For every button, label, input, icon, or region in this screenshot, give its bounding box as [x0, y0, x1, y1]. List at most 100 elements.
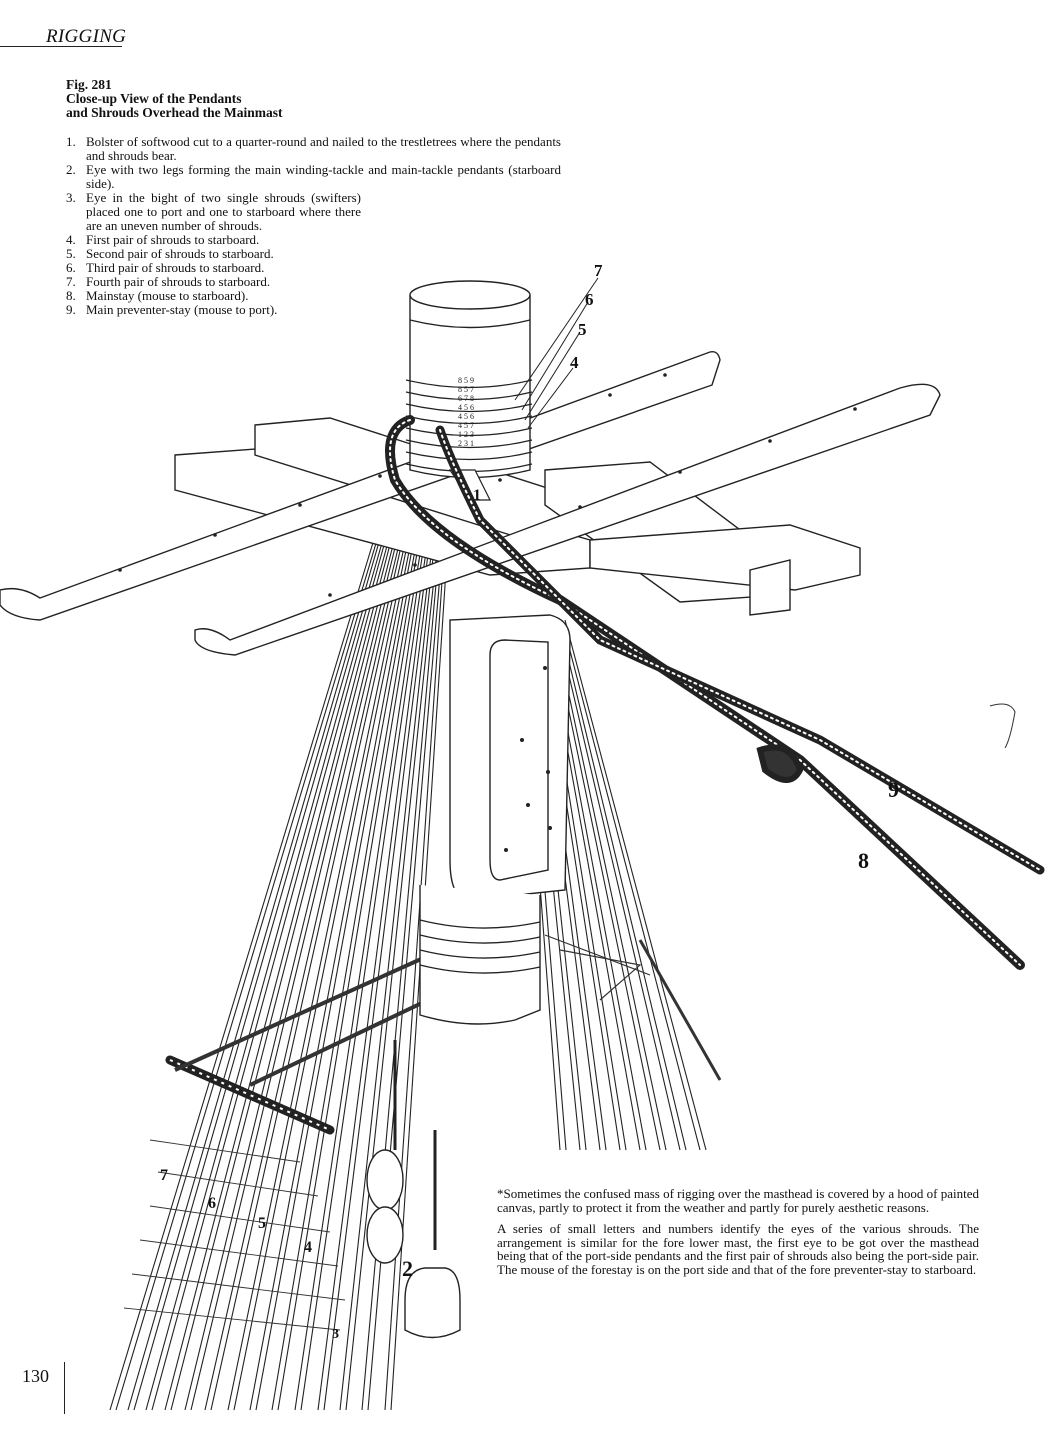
shroud-eye-mark: 8 5 7	[458, 385, 474, 394]
legend-item: 3. Eye in the bight of two single shrouds…	[66, 191, 561, 233]
figure-title-line-2: and Shrouds Overhead the Mainmast	[66, 105, 283, 120]
figure-number: Fig. 281	[66, 77, 112, 92]
legend-text: Eye in the bight of two single shrouds (…	[86, 190, 361, 233]
shroud-line	[151, 475, 407, 1411]
callout-leaders	[514, 277, 599, 429]
shroud-label-5: 5	[258, 1215, 266, 1232]
callout-5: 5	[578, 320, 587, 339]
shroud-eye-mark: 2 3 1	[458, 439, 474, 448]
shroud-eye-mark: 8 5 9	[458, 376, 474, 385]
legend-text: Mainstay (mouse to starboard).	[86, 288, 249, 303]
shroud-line	[561, 619, 701, 1151]
shroud-line	[133, 472, 403, 1411]
legend-text: Second pair of shrouds to starboard.	[86, 246, 274, 261]
shroud-line	[127, 472, 400, 1411]
shroud-line	[555, 619, 681, 1151]
legend-number: 5.	[66, 246, 76, 261]
caption-paragraph-2: A series of small letters and numbers id…	[497, 1221, 979, 1277]
legend-number: 9.	[66, 302, 76, 317]
shroud-eye-marks: 8 5 98 5 76 7 84 5 64 5 64 5 71 2 32 3 1	[458, 376, 474, 448]
shroud-line	[184, 481, 412, 1411]
shroud-eye-mark: 1 2 3	[458, 430, 474, 439]
legend-number: 4.	[66, 232, 76, 247]
legend-number: 6.	[66, 260, 76, 275]
shroud-line	[249, 490, 424, 1411]
shroud-line	[323, 499, 439, 1411]
shroud-line	[170, 478, 411, 1411]
legend-text: First pair of shrouds to starboard.	[86, 232, 260, 247]
legend-item: 5. Second pair of shrouds to starboard.	[66, 247, 561, 261]
shroud-line	[210, 484, 419, 1411]
legend-item: 4. First pair of shrouds to starboard.	[66, 233, 561, 247]
shroud-line	[552, 619, 667, 1151]
legend-number: 2.	[66, 162, 76, 177]
crosstrees	[0, 350, 941, 656]
figure-title-line-1: Close-up View of the Pendants	[66, 91, 242, 106]
shroud-line	[300, 496, 435, 1411]
header-rule	[0, 46, 122, 47]
shroud-line	[255, 490, 427, 1411]
legend-item: 2. Eye with two legs forming the main win…	[66, 163, 561, 191]
shroud-line	[294, 496, 432, 1411]
legend-text: Fourth pair of shrouds to starboard.	[86, 274, 271, 289]
legend-number: 7.	[66, 274, 76, 289]
shroud-line	[339, 502, 440, 1411]
page-number: 130	[22, 1366, 49, 1386]
figure-heading: Fig. 281 Close-up View of the Pendants a…	[66, 78, 366, 120]
shroud-line	[227, 487, 420, 1411]
legend-text: Third pair of shrouds to starboard.	[86, 260, 265, 275]
shroud-eye-mark: 6 7 8	[458, 394, 474, 403]
ratline-grid	[123, 1139, 346, 1331]
port-futtock-rigging	[544, 934, 722, 1081]
shroud-line	[564, 619, 707, 1151]
shroud-line	[317, 499, 436, 1411]
callout-4: 4	[570, 353, 579, 372]
legend-number: 1.	[66, 134, 76, 149]
callout-1: 1	[473, 487, 481, 504]
shroud-line	[109, 469, 396, 1411]
shroud-line	[145, 475, 404, 1411]
lower-mast	[419, 614, 571, 1025]
caption-paragraph-1: *Sometimes the confused mass of rigging …	[497, 1186, 979, 1215]
legend-number: 8.	[66, 288, 76, 303]
main-stays	[385, 415, 1045, 970]
shroud-label-4: 4	[304, 1239, 312, 1256]
shroud-line	[345, 502, 443, 1411]
tackle-blocks	[366, 1040, 461, 1339]
legend-item: 8. Mainstay (mouse to starboard).	[66, 289, 561, 303]
shroud-line	[164, 478, 408, 1411]
shroud-line	[233, 487, 423, 1411]
legend-text: Bolster of softwood cut to a quarter-rou…	[86, 134, 561, 163]
legend-item: 9. Main preventer-stay (mouse to port).	[66, 303, 561, 317]
shroud-eye-mark: 4 5 6	[458, 412, 474, 421]
legend-item: 7. Fourth pair of shrouds to starboard.	[66, 275, 561, 289]
callout-6: 6	[585, 290, 594, 309]
shroud-line	[558, 619, 687, 1151]
folio-rule	[64, 1362, 65, 1414]
running-head: RIGGING	[46, 26, 127, 47]
margin-mark	[989, 703, 1016, 749]
shroud-label-6: 6	[208, 1195, 216, 1212]
legend-item: 6. Third pair of shrouds to starboard.	[66, 261, 561, 275]
shroud-line	[271, 493, 428, 1411]
figure-legend: 1. Bolster of softwood cut to a quarter-r…	[66, 135, 561, 317]
shroud-line	[115, 469, 399, 1411]
legend-item: 1. Bolster of softwood cut to a quarter-r…	[66, 135, 561, 163]
callout-2: 2	[402, 1256, 413, 1281]
legend-text: Main preventer-stay (mouse to port).	[86, 302, 278, 317]
mast-bolt-holes	[504, 666, 552, 852]
shroud-line	[190, 481, 415, 1411]
callout-8: 8	[858, 848, 869, 873]
shroud-line	[277, 493, 431, 1411]
shroud-eye-mark: 4 5 7	[458, 421, 474, 430]
callout-7: 7	[594, 261, 603, 280]
legend-text: Eye with two legs forming the main windi…	[86, 162, 561, 191]
shroud-eye-mark: 4 5 6	[458, 403, 474, 412]
caption-notes: *Sometimes the confused mass of rigging …	[497, 1187, 979, 1284]
shroud-label-7: 7	[160, 1167, 168, 1184]
shroud-eyes-wrap	[405, 379, 533, 473]
shroud-line	[204, 484, 416, 1411]
legend-number: 3.	[66, 190, 76, 205]
callout-9: 9	[888, 777, 899, 802]
